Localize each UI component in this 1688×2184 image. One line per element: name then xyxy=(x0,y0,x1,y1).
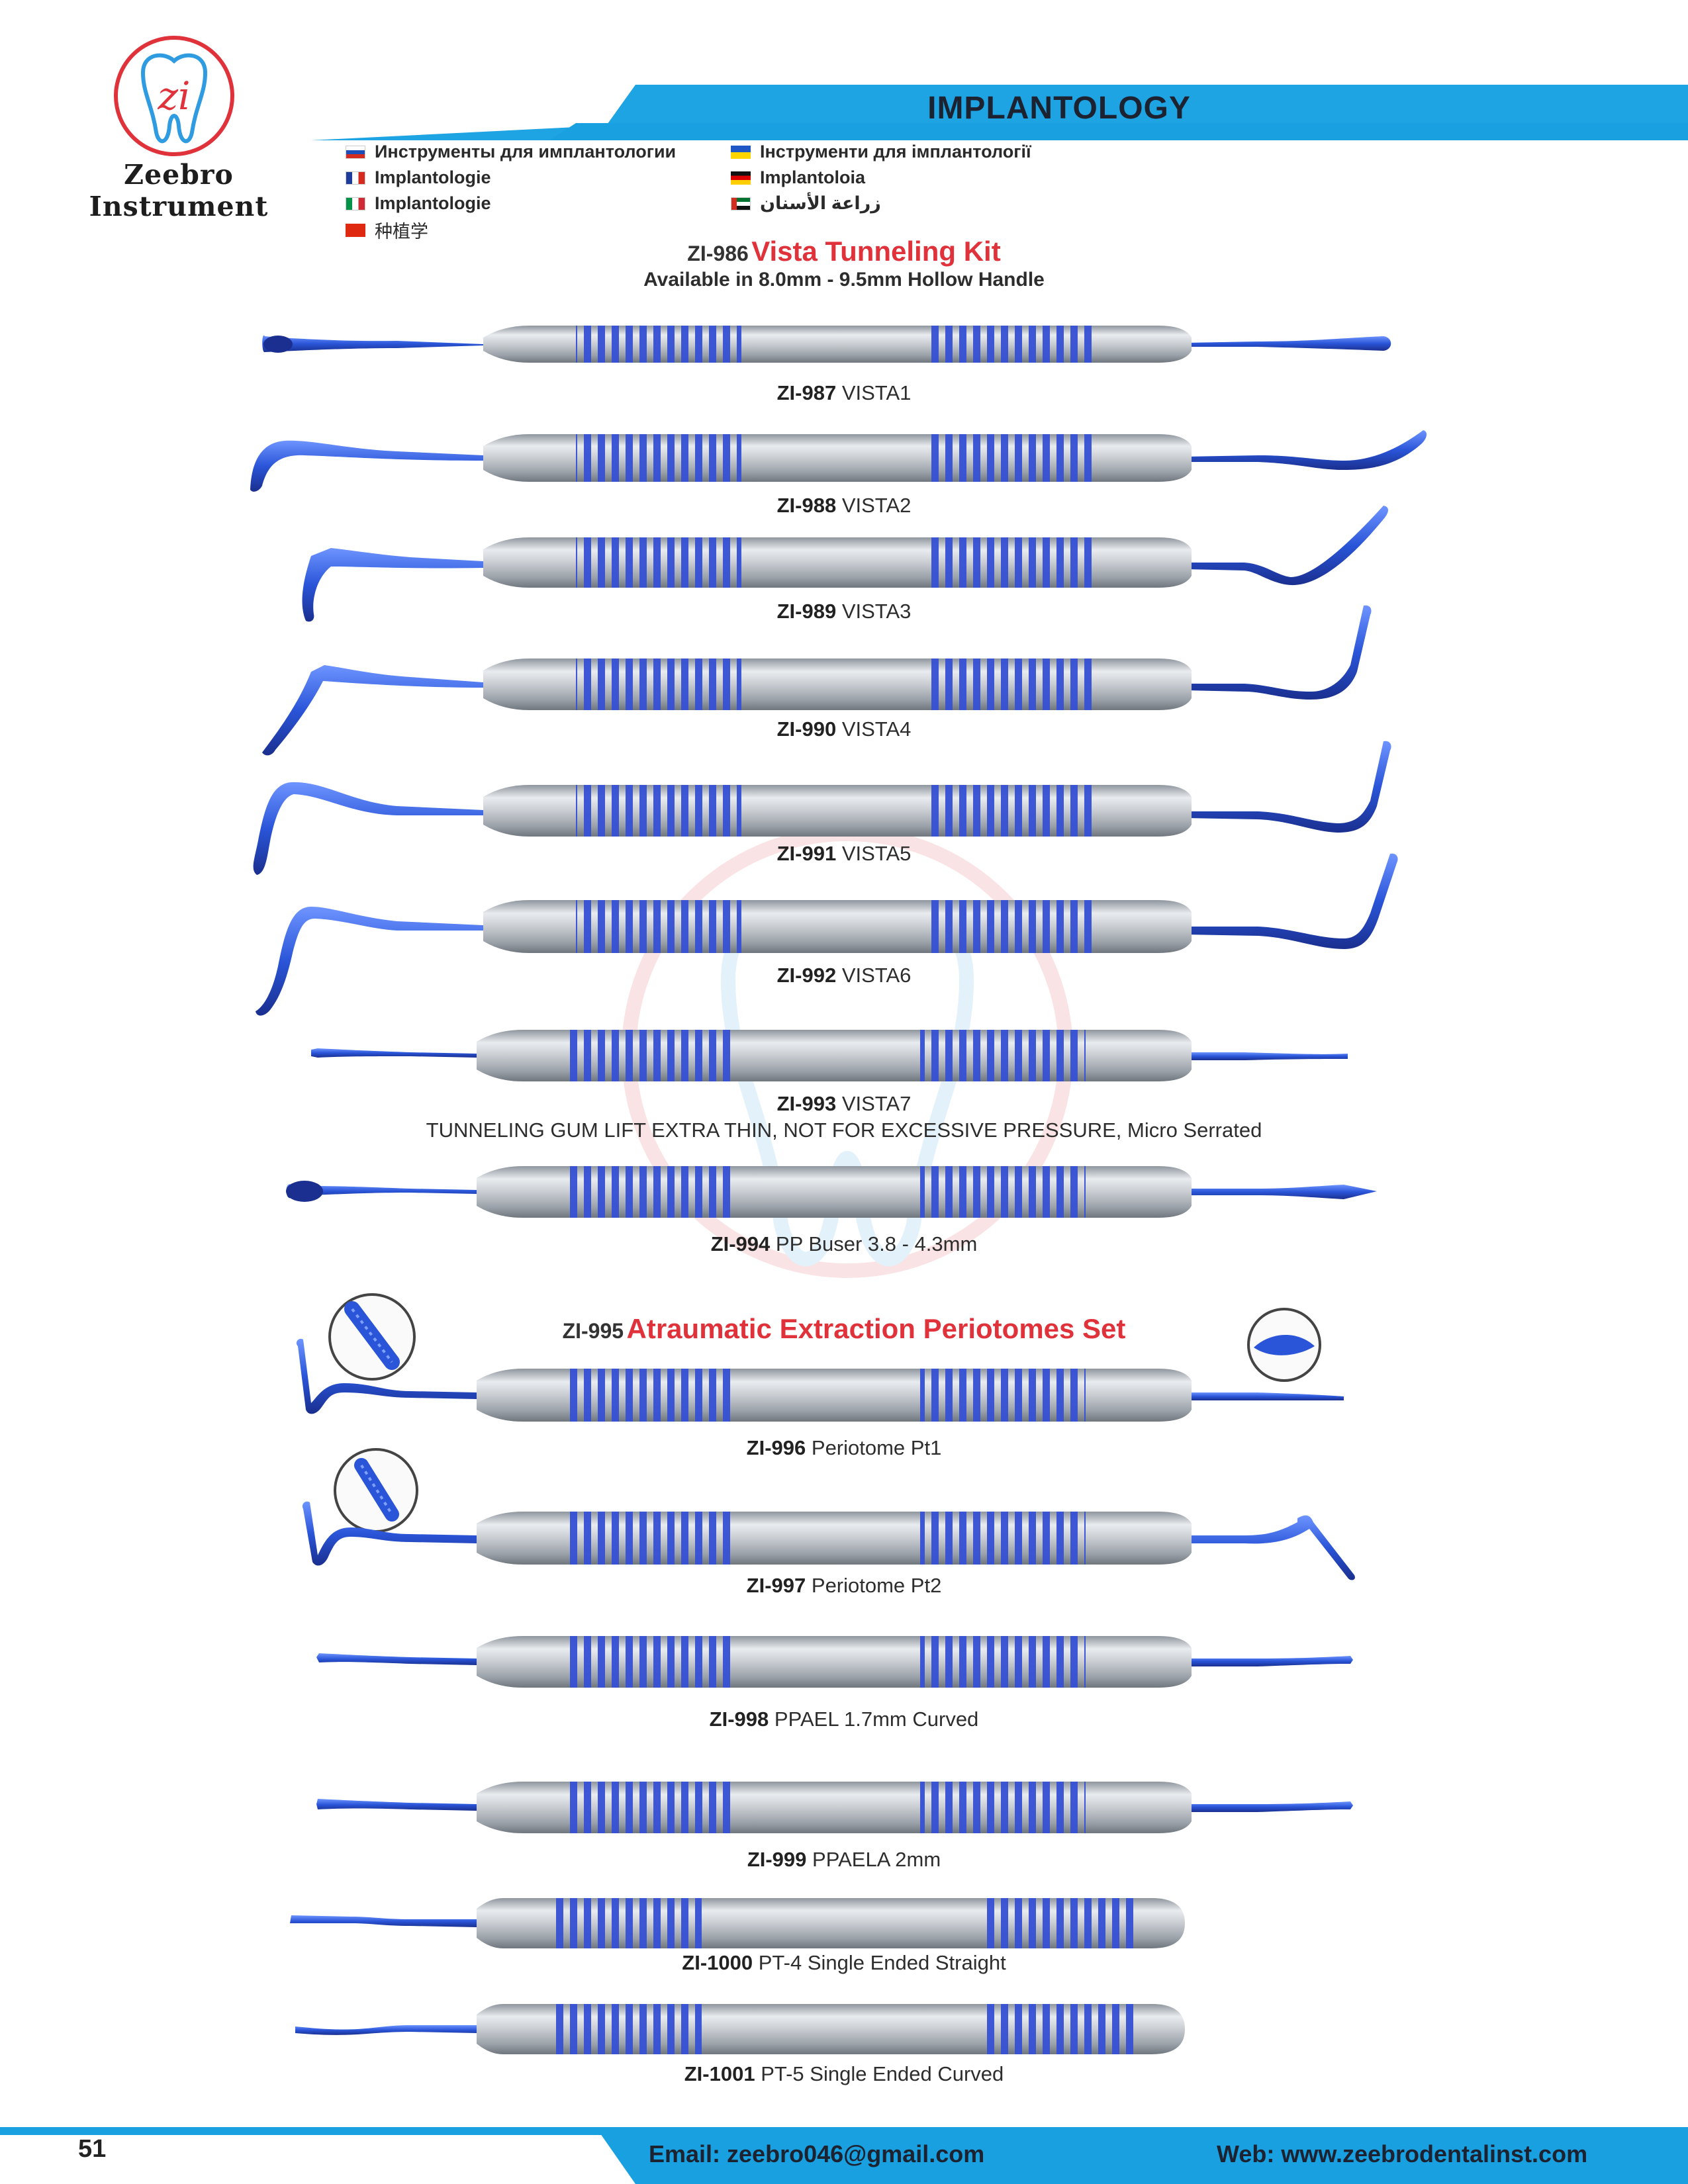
product-name: VISTA1 xyxy=(841,381,912,404)
footer-bar xyxy=(0,2127,1688,2184)
product-caption: ZI-999 PPAELA 2mm xyxy=(0,1848,1688,1872)
page-title: IMPLANTOLOGY xyxy=(927,91,1191,126)
product-code: ZI-992 xyxy=(776,964,837,987)
product-caption: ZI-994 PP Buser 3.8 - 4.3mm xyxy=(0,1232,1688,1256)
italy-flag-icon xyxy=(346,197,365,210)
product-caption: ZI-1000 PT-4 Single Ended Straight xyxy=(0,1951,1688,1975)
product-code: ZI-998 xyxy=(709,1707,769,1731)
language-text: زراعة الأسنان xyxy=(760,193,881,213)
instrument-zi-1001 xyxy=(295,2004,1185,2054)
language-text: Інструменти для імплантології xyxy=(760,142,1031,161)
tip-detail-magnifier-icon xyxy=(328,1293,416,1381)
section-title: Atraumatic Extraction Periotomes Set xyxy=(626,1313,1126,1344)
language-text: 种植学 xyxy=(375,222,428,242)
tip-detail-magnifier-icon xyxy=(1247,1308,1321,1382)
brand-name: Zeebro Instrument xyxy=(89,159,269,222)
product-caption: ZI-988 VISTA2 xyxy=(0,494,1688,518)
page-number: 51 xyxy=(78,2135,107,2163)
instrument-zi-993 xyxy=(311,1030,1348,1081)
product-name: VISTA2 xyxy=(841,494,912,517)
language-text: Инструменты для имплантологии xyxy=(375,142,677,161)
product-caption: ZI-987 VISTA1 xyxy=(0,381,1688,405)
product-name: VISTA3 xyxy=(841,600,912,623)
section-title: Vista Tunneling Kit xyxy=(751,236,1001,267)
product-name: PT-5 Single Ended Curved xyxy=(761,2062,1004,2085)
product-name: PPAELA 2mm xyxy=(812,1848,941,1871)
language-chinese: 种植学 xyxy=(346,217,428,243)
instrument-zi-990 xyxy=(262,605,1372,756)
product-caption: ZI-1001 PT-5 Single Ended Curved xyxy=(0,2062,1688,2086)
product-name: PP Buser 3.8 - 4.3mm xyxy=(775,1232,978,1255)
product-code: ZI-994 xyxy=(710,1232,771,1255)
product-code: ZI-996 xyxy=(746,1436,806,1459)
tooth-logo-icon: zi xyxy=(114,36,234,156)
product-name: VISTA4 xyxy=(841,717,912,741)
product-caption: ZI-993 VISTA7 xyxy=(0,1092,1688,1116)
product-code: ZI-990 xyxy=(776,717,837,741)
france-flag-icon xyxy=(346,171,365,185)
instrument-zi-997 xyxy=(302,1501,1355,1580)
russia-flag-icon xyxy=(346,145,365,159)
language-text: Implantoloia xyxy=(760,167,866,187)
product-code: ZI-997 xyxy=(746,1574,806,1597)
product-code: ZI-1000 xyxy=(682,1951,753,1974)
section-code: ZI-986 xyxy=(687,242,749,265)
instrument-zi-991 xyxy=(253,741,1391,875)
title-banner xyxy=(311,85,1688,140)
instrument-zi-988 xyxy=(250,430,1427,492)
product-caption: ZI-992 VISTA6 xyxy=(0,964,1688,987)
product-code: ZI-991 xyxy=(776,842,837,865)
product-name: VISTA7 xyxy=(841,1092,912,1115)
instrument-zi-994 xyxy=(286,1166,1377,1218)
product-code: ZI-988 xyxy=(776,494,837,517)
product-name: Periotome Pt1 xyxy=(811,1436,942,1459)
instrument-zi-998 xyxy=(316,1636,1353,1688)
product-code: ZI-987 xyxy=(776,381,837,404)
product-caption: ZI-997 Periotome Pt2 xyxy=(0,1574,1688,1598)
product-name: Periotome Pt2 xyxy=(811,1574,942,1597)
language-ukrainian: Інструменти для імплантології xyxy=(731,142,1031,162)
contact-email[interactable]: Email: zeebro046@gmail.com xyxy=(649,2140,985,2167)
germany-flag-icon xyxy=(731,171,751,185)
product-caption: ZI-990 VISTA4 xyxy=(0,717,1688,741)
instrument-zi-989 xyxy=(302,506,1388,622)
product-name: VISTA5 xyxy=(841,842,912,865)
logo-monogram: zi xyxy=(157,73,190,118)
product-caption: ZI-989 VISTA3 xyxy=(0,600,1688,623)
product-caption: ZI-996 Periotome Pt1 xyxy=(0,1436,1688,1460)
product-code: ZI-993 xyxy=(776,1092,837,1115)
language-russian: Инструменты для имплантологии xyxy=(346,142,676,162)
language-text: Implantologie xyxy=(375,167,491,187)
ukraine-flag-icon xyxy=(731,145,751,159)
instrument-zi-987 xyxy=(262,326,1391,363)
product-note: TUNNELING GUM LIFT EXTRA THIN, NOT FOR E… xyxy=(426,1118,1262,1142)
language-german: Implantoloia xyxy=(731,167,865,188)
language-italian: Implantologie xyxy=(346,193,491,214)
section-code: ZI-995 xyxy=(562,1319,624,1343)
language-text: Implantologie xyxy=(375,193,491,213)
product-name: PT-4 Single Ended Straight xyxy=(758,1951,1006,1974)
instrument-zi-996 xyxy=(296,1338,1344,1422)
language-arabic: زراعة الأسنان xyxy=(731,193,881,214)
language-french: Implantologie xyxy=(346,167,491,188)
product-caption: ZI-991 VISTA5 xyxy=(0,842,1688,866)
uae-flag-icon xyxy=(731,197,751,210)
product-code: ZI-1001 xyxy=(684,2062,755,2085)
instrument-zi-1000 xyxy=(290,1898,1185,1948)
product-code: ZI-989 xyxy=(776,600,837,623)
brand-logo: zi Zeebro Instrument xyxy=(40,33,305,222)
product-name: VISTA6 xyxy=(841,964,912,987)
contact-website[interactable]: Web: www.zeebrodentalinst.com xyxy=(1217,2140,1588,2167)
product-caption: ZI-998 PPAEL 1.7mm Curved xyxy=(0,1707,1688,1731)
product-code: ZI-999 xyxy=(747,1848,807,1871)
section-vista-heading: ZI-986 Vista Tunneling Kit xyxy=(0,236,1688,267)
instrument-zi-992 xyxy=(256,853,1398,1016)
product-name: PPAEL 1.7mm Curved xyxy=(774,1707,979,1731)
section-periotomes-heading: ZI-995 Atraumatic Extraction Periotomes … xyxy=(0,1313,1688,1345)
china-flag-icon xyxy=(346,223,365,237)
section-subtitle: Available in 8.0mm - 9.5mm Hollow Handle xyxy=(643,269,1045,291)
instrument-zi-999 xyxy=(316,1782,1353,1833)
